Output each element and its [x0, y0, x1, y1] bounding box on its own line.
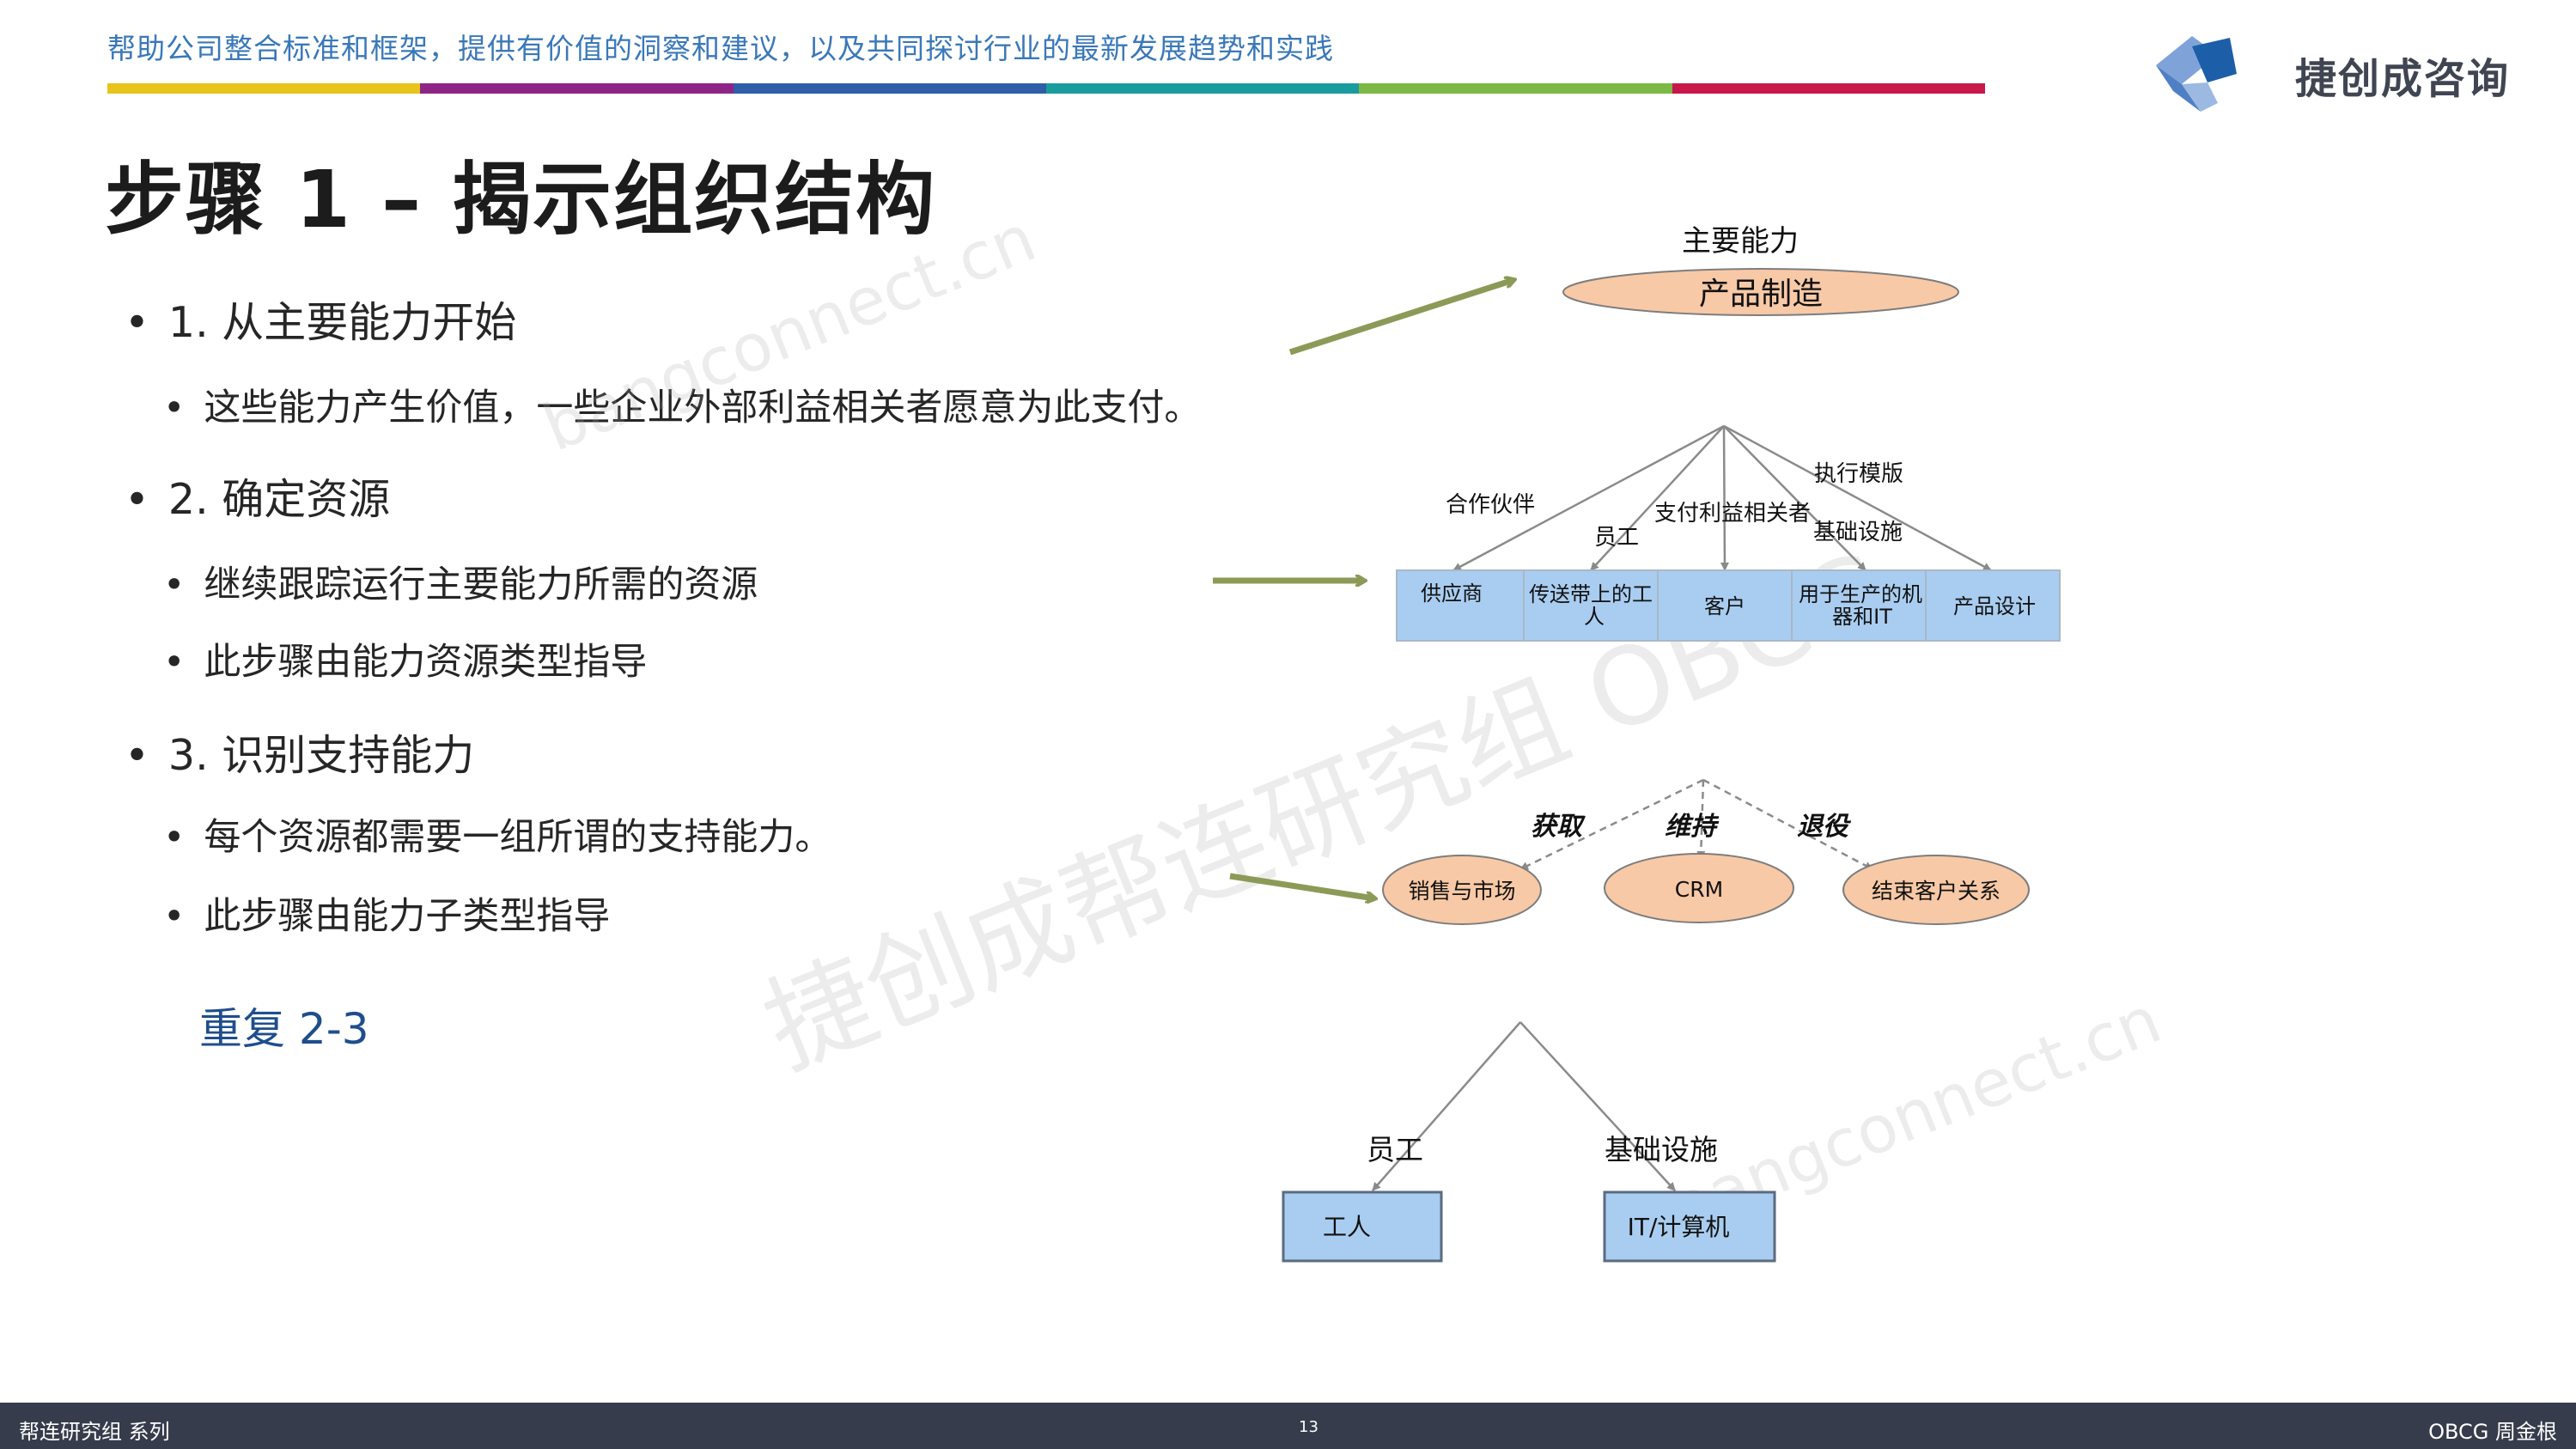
bullet-step-2: •2. 确定资源 [125, 475, 391, 524]
pointer-arrow-primary [1288, 280, 1513, 356]
edge-label-infrastructure: 基础设施 [1813, 520, 1903, 545]
edge-label-template: 执行模版 [1814, 461, 1903, 487]
resource-text-machines-1: 用于生产的机 [1799, 582, 1922, 606]
footer-bar: 帮连研究组 系列 13 OBCG 周金根 [0, 1403, 2576, 1449]
resource-text-conveyor-worker-1: 传送带上的工 [1529, 582, 1653, 606]
sub-edge-employee: 员工 [1367, 1133, 1423, 1166]
bullet-dot-icon: • [163, 387, 186, 429]
header-tagline: 帮助公司整合标准和框架，提供有价值的洞察和建议，以及共同探讨行业的最新发展趋势和… [107, 32, 1334, 65]
sub-box-it-computer [1603, 1190, 1776, 1263]
sub-text-worker: 工人 [1323, 1213, 1371, 1241]
bullet-dot-icon: • [125, 298, 149, 347]
footer-series: 帮连研究组 系列 [19, 1420, 170, 1444]
edge-label-partner: 合作伙伴 [1446, 492, 1535, 518]
bullet-dot-icon: • [125, 731, 149, 780]
support-text-crm: CRM [1675, 877, 1723, 902]
bullet-dot-icon: • [125, 475, 149, 524]
primary-capability-label: 主要能力 [1682, 224, 1799, 259]
resource-text-product-design: 产品设计 [1953, 594, 2036, 618]
bullet-step-3-detail-a: •每个资源都需要一组所谓的支持能力。 [163, 816, 832, 859]
resource-text-customer: 客户 [1704, 594, 1745, 618]
primary-capability-node [1562, 268, 1959, 316]
pointer-arrow-support [1229, 873, 1374, 898]
header-color-bar [107, 83, 1985, 94]
sub-text-it-computer: IT/计算机 [1628, 1213, 1730, 1241]
bullet-dot-icon: • [163, 563, 186, 606]
resource-box-machines-it [1791, 569, 1927, 642]
bullet-dot-icon: • [163, 895, 186, 938]
support-node-end-relationship [1842, 855, 2030, 925]
bullet-dot-icon: • [163, 641, 186, 684]
footer-author: OBCG 周金根 [2428, 1420, 2557, 1444]
sub-box-worker [1282, 1190, 1443, 1263]
brand-name: 捷创成咨询 [2295, 55, 2511, 103]
resource-box-product-design [1925, 569, 2061, 642]
resource-box-customer [1657, 569, 1793, 642]
support-edge-retire: 退役 [1797, 812, 1852, 842]
bullet-step-3: •3. 识别支持能力 [125, 731, 475, 780]
resource-text-supplier: 供应商 [1421, 581, 1483, 606]
slide-title: 步骤 1 – 揭示组织结构 [105, 154, 937, 246]
bullet-step-2-detail-a: •继续跟踪运行主要能力所需的资源 [163, 563, 758, 606]
bullet-dot-icon: • [163, 816, 186, 859]
bullet-step-3-detail-b: •此步骤由能力子类型指导 [163, 895, 611, 938]
resource-text-conveyor-worker-2: 人 [1584, 605, 1605, 629]
support-node-crm [1604, 853, 1794, 923]
support-text-end-relationship: 结束客户关系 [1872, 879, 2001, 904]
primary-capability-text: 产品制造 [1699, 277, 1823, 312]
support-edge-maintain: 维持 [1665, 812, 1720, 842]
support-edge-acquire: 获取 [1531, 812, 1586, 842]
support-node-sales-marketing [1382, 855, 1542, 925]
resource-box-supplier [1396, 569, 1525, 642]
bullet-step-1: •1. 从主要能力开始 [125, 298, 517, 347]
capability-diagram: 主要能力 产品制造 合作伙伴 员工 支付利益相关者 执行模版 基础设施 供应商 … [1213, 224, 2061, 1263]
support-text-sales-marketing: 销售与市场 [1408, 879, 1515, 904]
edge-label-employee: 员工 [1594, 525, 1639, 551]
repeat-note: 重复 2-3 [199, 1004, 369, 1054]
edge-label-payer: 支付利益相关者 [1654, 501, 1811, 527]
bullet-step-1-detail: •这些能力产生价值，一些企业外部利益相关者愿意为此支付。 [163, 387, 1202, 429]
resource-text-machines-2: 器和IT [1832, 605, 1892, 629]
bullet-step-2-detail-b: •此步骤由能力资源类型指导 [163, 641, 648, 684]
sub-edge-infrastructure: 基础设施 [1605, 1133, 1718, 1166]
footer-page-number: 13 [1299, 1418, 1318, 1436]
cube-logo-icon [2156, 36, 2237, 112]
